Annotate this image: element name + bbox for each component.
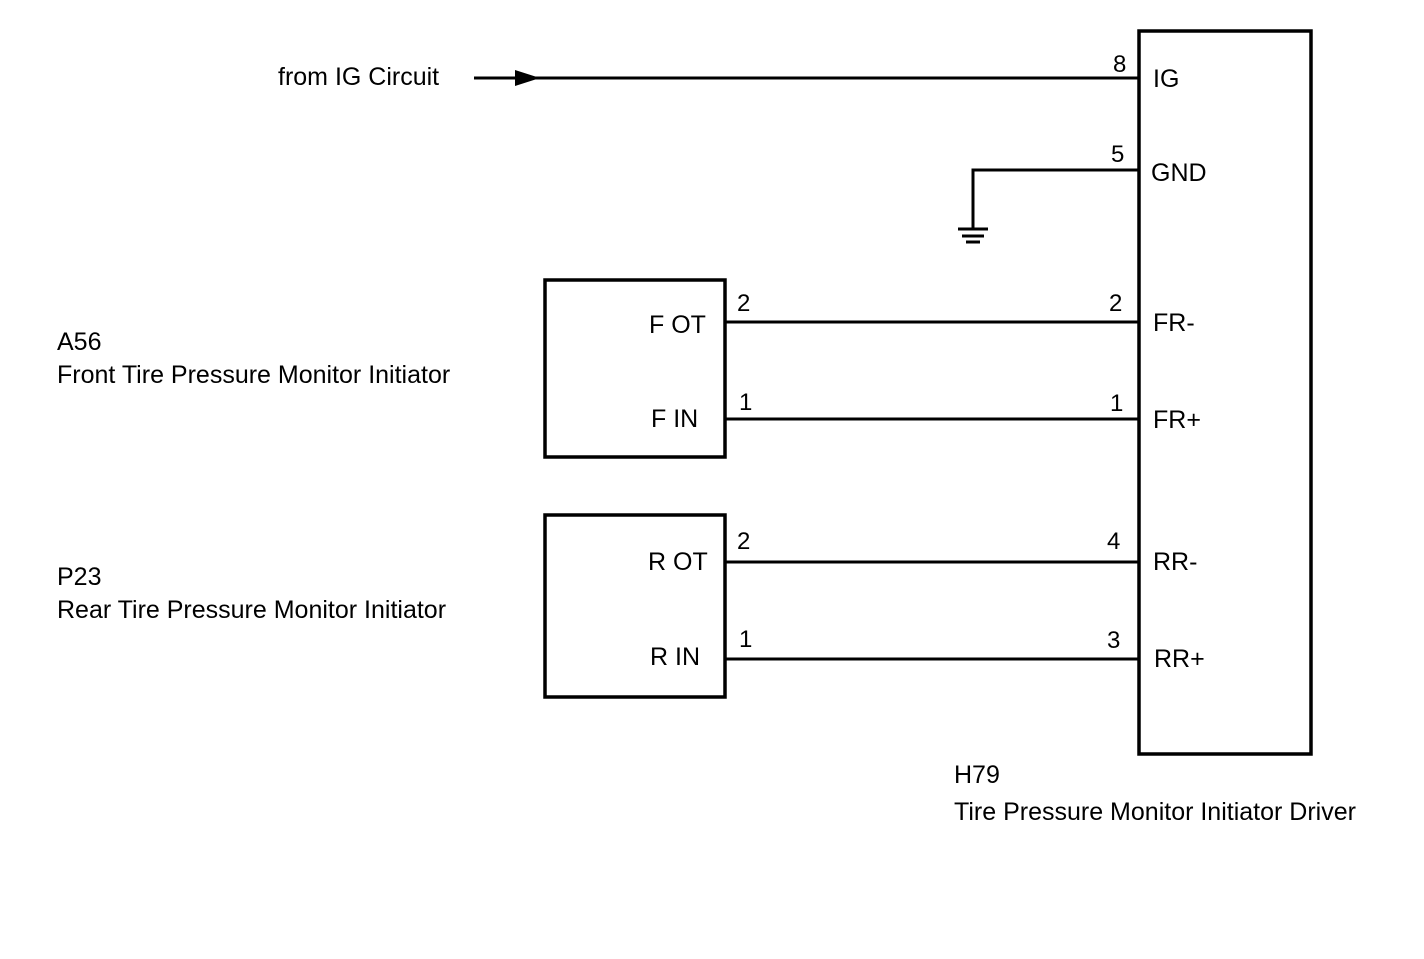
ig-source-label: from IG Circuit — [278, 63, 439, 91]
front-initiator-terminal-out: F OT — [649, 311, 706, 339]
rear-initiator-pin-in: 1 — [739, 626, 752, 653]
front-initiator-box — [543, 278, 727, 459]
rear-initiator-box — [543, 513, 727, 699]
driver-pin-ig: 8 — [1113, 51, 1126, 78]
rear-initiator-terminal-out: R OT — [648, 548, 708, 576]
driver-code: H79 — [954, 761, 1000, 789]
driver-pin-fr-plus: 1 — [1110, 390, 1123, 417]
driver-terminal-ig: IG — [1153, 65, 1179, 93]
driver-terminal-rr-plus: RR+ — [1154, 645, 1205, 673]
front-initiator-terminal-in: F IN — [651, 405, 698, 433]
gnd-wire — [971, 168, 1139, 229]
ig-arrow-icon — [515, 70, 540, 86]
driver-name: Tire Pressure Monitor Initiator Driver — [954, 798, 1356, 826]
front-initiator-code: A56 — [57, 328, 101, 356]
driver-terminal-gnd: GND — [1151, 159, 1207, 187]
ground-icon — [958, 227, 988, 244]
driver-terminal-rr-minus: RR- — [1153, 548, 1197, 576]
driver-pin-gnd: 5 — [1111, 141, 1124, 168]
driver-pin-rr-minus: 4 — [1107, 528, 1120, 555]
rear-initiator-pin-out: 2 — [737, 528, 750, 555]
rear-initiator-name: Rear Tire Pressure Monitor Initiator — [57, 596, 446, 624]
front-initiator-name: Front Tire Pressure Monitor Initiator — [57, 361, 450, 389]
driver-pin-fr-minus: 2 — [1109, 290, 1122, 317]
front-initiator-pin-in: 1 — [739, 389, 752, 416]
driver-pin-rr-plus: 3 — [1107, 627, 1120, 654]
rear-initiator-terminal-in: R IN — [650, 643, 700, 671]
rear-initiator-code: P23 — [57, 563, 101, 591]
driver-terminal-fr-plus: FR+ — [1153, 406, 1201, 434]
front-initiator-pin-out: 2 — [737, 290, 750, 317]
driver-terminal-fr-minus: FR- — [1153, 309, 1195, 337]
driver-box — [1137, 29, 1313, 756]
